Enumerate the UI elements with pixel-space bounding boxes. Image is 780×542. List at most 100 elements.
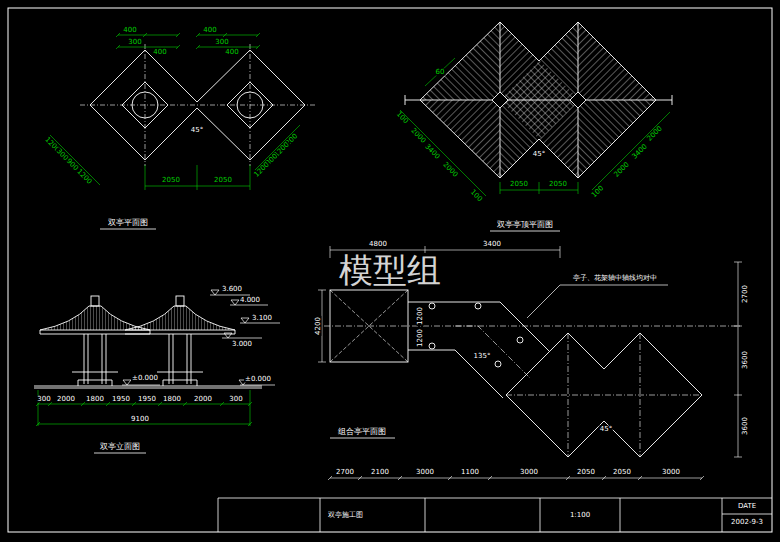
angle-text: 45°	[599, 426, 613, 433]
dimension-line	[318, 246, 742, 480]
dimension-text: 100	[590, 184, 606, 200]
angle-text: 135°	[473, 353, 492, 360]
angle-text: 45°	[532, 151, 546, 158]
center-line	[324, 326, 740, 457]
dimension-text: 2050	[548, 181, 568, 188]
dimension-text: 2000	[409, 127, 428, 146]
column	[72, 334, 203, 384]
dimension-text: 300	[127, 39, 142, 46]
dimension-text: 2000	[613, 161, 632, 180]
dimension-text: 400	[152, 49, 167, 56]
dimension-text: 2700	[742, 284, 749, 304]
level-text: ±0.000	[131, 375, 159, 382]
dimension-text: 2050	[213, 177, 233, 184]
view-caption: 双亭立面图	[99, 443, 141, 451]
dimension-text: 2700	[335, 469, 355, 476]
view-caption: 双亭平面图	[107, 219, 149, 227]
dimension-text: 2050	[509, 181, 529, 188]
trellis-post	[517, 337, 523, 343]
dimension-text: 3600	[742, 350, 749, 370]
view-caption: 双亭亭顶平面图	[496, 221, 554, 229]
dimension-text: 300	[36, 396, 51, 403]
dimension-text: 2050	[161, 177, 181, 184]
trellis-post	[429, 343, 435, 349]
dimension-text: 400	[202, 27, 217, 34]
dimension-text: 1950	[111, 396, 131, 403]
dimension-text: 1200	[417, 328, 424, 348]
dimension-text: 2000	[193, 396, 213, 403]
dimension-text: 2000	[646, 125, 665, 144]
title-block-text: 2002-9-3	[730, 519, 764, 526]
watermark: 模型组	[338, 253, 442, 287]
trellis-post	[495, 361, 501, 367]
dimension-text: 4200	[315, 316, 322, 336]
dimension-text: 100	[394, 110, 410, 126]
dimension-line	[50, 125, 300, 190]
caption-underline	[490, 231, 560, 232]
dimension-text: 1800	[162, 396, 182, 403]
dimension-text: 9100	[130, 416, 150, 423]
roof-top	[492, 92, 586, 108]
dimension-text: 1100	[460, 469, 480, 476]
dimension-text: 400	[122, 27, 137, 34]
roof-plan	[400, 22, 672, 231]
dimension-text: 3400	[482, 241, 502, 248]
dimension-line	[116, 33, 260, 49]
note-text: 亭子、花架轴中轴线均对中	[572, 275, 658, 282]
dimension-text: 2000	[56, 396, 76, 403]
leader-line	[527, 285, 668, 318]
angle-text: 45°	[190, 127, 204, 134]
dimension-text: 2100	[370, 469, 390, 476]
title-block-text: 双亭施工图	[327, 512, 364, 519]
roof	[40, 306, 150, 330]
caption-underline	[100, 229, 156, 230]
dimension-text: 3000	[519, 469, 539, 476]
dimension-text: 3600	[742, 416, 749, 436]
eave	[40, 330, 235, 334]
level-text: ±0.000	[244, 376, 272, 383]
level-mark	[122, 290, 280, 385]
trellis-post	[429, 303, 435, 309]
dimension-text: 2000	[441, 161, 460, 180]
dimension-text: 1950	[137, 396, 157, 403]
caption-underline	[330, 438, 395, 439]
dimension-text: 300	[214, 39, 229, 46]
dimension-text: 1800	[85, 396, 105, 403]
roof	[125, 306, 235, 330]
level-text: 3.100	[251, 315, 273, 322]
finial	[176, 296, 184, 306]
view-caption: 组合亭平面图	[337, 428, 387, 436]
finial	[91, 296, 99, 306]
combined-plan	[318, 246, 742, 480]
dimension-text: 3400	[631, 143, 650, 162]
dimension-text: 3000	[661, 469, 681, 476]
dimension-text: 3000	[415, 469, 435, 476]
double-pavilion-plan	[50, 33, 315, 229]
level-text: 4.000	[239, 297, 261, 304]
dimension-text: 100	[468, 188, 484, 204]
sheet-frame	[8, 8, 772, 532]
trellis-post	[475, 303, 481, 309]
title-block-text: 1:100	[569, 512, 591, 519]
trellis	[408, 302, 549, 398]
ridge-line	[405, 22, 672, 178]
dimension-line	[400, 58, 670, 196]
dimension-text: 300	[228, 396, 243, 403]
dimension-text: 3400	[423, 143, 442, 162]
dimension-line	[36, 390, 252, 426]
dimension-text: 2050	[576, 469, 596, 476]
title-block-text: DATE	[737, 503, 757, 510]
dimension-text: 400	[224, 49, 239, 56]
title-block	[218, 498, 772, 532]
dimension-text: 1200	[75, 168, 94, 187]
caption-underline	[94, 453, 146, 454]
double-pavilion-elevation	[34, 290, 280, 453]
dimension-text: 4800	[368, 241, 388, 248]
center-line	[80, 44, 315, 166]
level-text: 3.600	[221, 286, 243, 293]
dimension-text: 2050	[612, 469, 632, 476]
level-text: 3.000	[231, 341, 253, 348]
dimension-text: 1200	[417, 306, 424, 326]
